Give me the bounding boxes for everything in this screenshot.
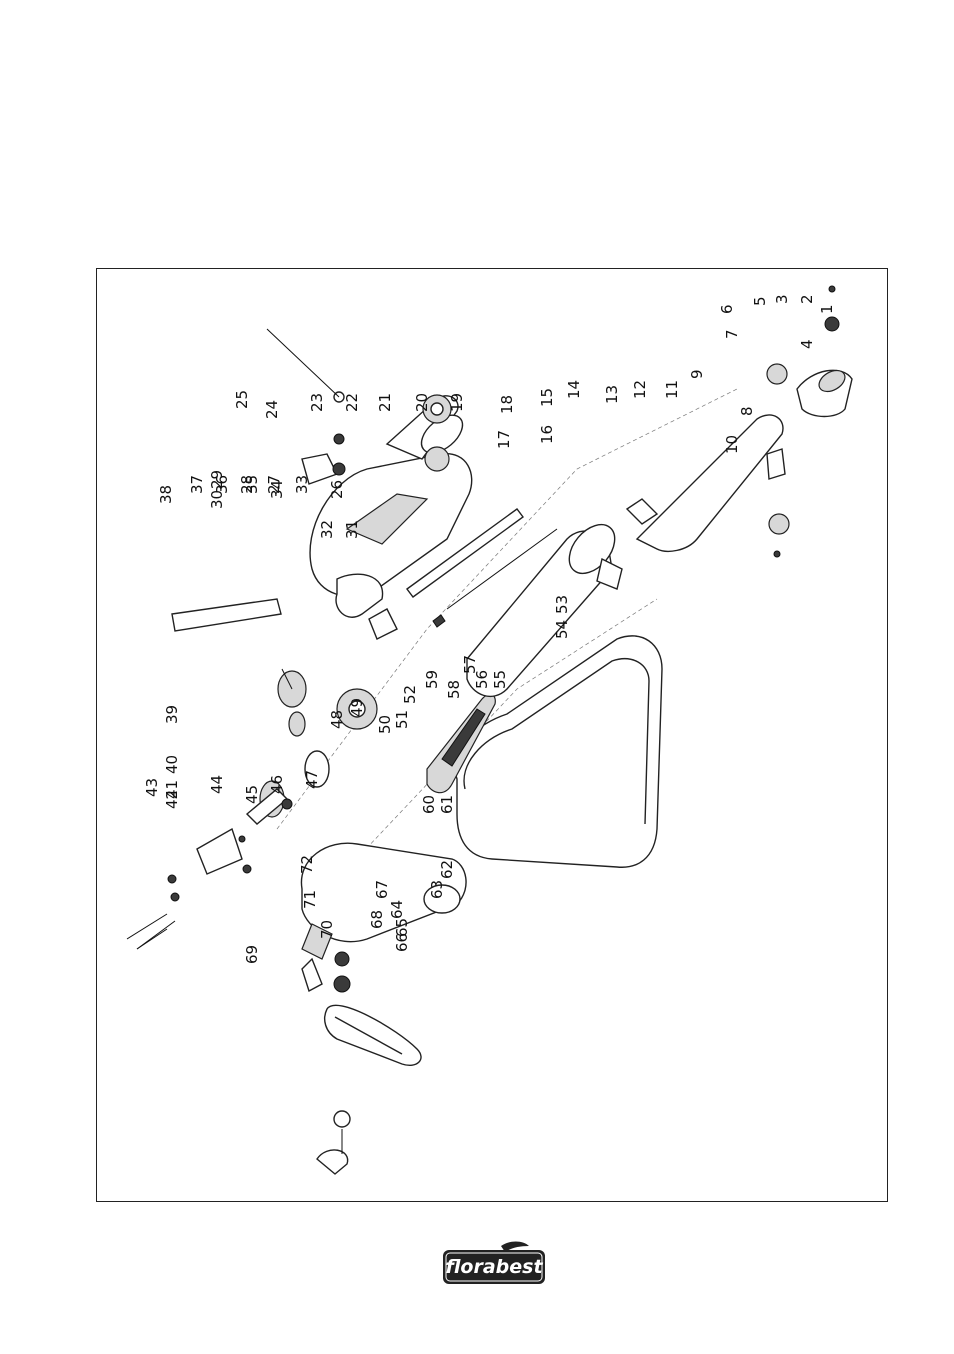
part-number-5: 5 [751,296,769,306]
part-number-52: 52 [401,685,419,704]
part-number-18: 18 [498,395,516,414]
part-number-36: 36 [213,475,231,494]
part-number-20: 20 [413,393,431,412]
part-number-58: 58 [445,680,463,699]
part-number-44: 44 [208,775,226,794]
part-number-33: 33 [293,475,311,494]
part-number-35: 35 [243,475,261,494]
part-number-6: 6 [718,304,736,314]
logo-text: florabest [445,1256,543,1278]
part-number-13: 13 [603,385,621,404]
part-number-11: 11 [663,380,681,399]
part-number-50: 50 [376,715,394,734]
part-number-49: 49 [348,698,366,717]
part-number-57: 57 [461,655,479,674]
parts-drawing [126,285,853,1175]
part-number-55: 55 [491,670,509,689]
part-number-46: 46 [268,775,286,794]
part-number-1: 1 [818,304,836,314]
part-number-42: 42 [163,790,181,809]
part-number-29: 29 [208,470,226,489]
part-number-51: 51 [393,710,411,729]
part-number-67: 67 [373,880,391,899]
part-number-63: 63 [428,880,446,899]
part-number-16: 16 [538,425,556,444]
part-number-14: 14 [565,380,583,399]
part-number-24: 24 [263,400,281,419]
part-number-53: 53 [553,595,571,614]
part-number-54: 54 [553,620,571,639]
part-number-7: 7 [723,329,741,339]
part-number-31: 31 [343,520,361,539]
part-number-65: 65 [393,918,411,937]
part-number-43: 43 [143,778,161,797]
part-number-71: 71 [301,890,319,909]
part-number-23: 23 [308,393,326,412]
part-number-69: 69 [243,945,261,964]
part-number-26: 26 [328,480,346,499]
part-number-56: 56 [473,670,491,689]
part-number-8: 8 [738,406,756,416]
part-number-15: 15 [538,388,556,407]
part-number-38: 38 [157,485,175,504]
part-number-45: 45 [243,785,261,804]
part-number-32: 32 [318,520,336,539]
part-number-47: 47 [303,770,321,789]
exploded-parts-diagram: 1234567891011121314151617181920212223242… [126,285,853,1175]
part-number-2: 2 [798,294,816,304]
part-number-labels: 1234567891011121314151617181920212223242… [143,294,836,964]
florabest-logo: florabest [443,1241,545,1284]
part-number-68: 68 [368,910,386,929]
part-number-41: 41 [163,780,181,799]
part-number-37: 37 [188,475,206,494]
part-number-12: 12 [631,380,649,399]
part-number-3: 3 [773,294,791,304]
part-number-9: 9 [688,369,706,379]
part-number-70: 70 [318,920,336,939]
part-number-66: 66 [393,933,411,952]
part-number-39: 39 [163,705,181,724]
part-number-25: 25 [233,390,251,409]
part-number-19: 19 [448,393,466,412]
part-number-40: 40 [163,755,181,774]
part-number-10: 10 [723,435,741,454]
part-number-61: 61 [438,795,456,814]
part-number-60: 60 [420,795,438,814]
part-number-22: 22 [343,393,361,412]
part-number-17: 17 [495,430,513,449]
part-number-62: 62 [438,860,456,879]
part-number-59: 59 [423,670,441,689]
part-number-64: 64 [388,900,406,919]
part-number-48: 48 [328,710,346,729]
part-number-21: 21 [376,393,394,412]
part-number-30: 30 [208,490,226,509]
part-number-28: 28 [238,475,256,494]
part-number-27: 27 [265,475,283,494]
part-number-34: 34 [268,480,286,499]
part-number-72: 72 [298,855,316,874]
part-number-4: 4 [798,339,816,349]
